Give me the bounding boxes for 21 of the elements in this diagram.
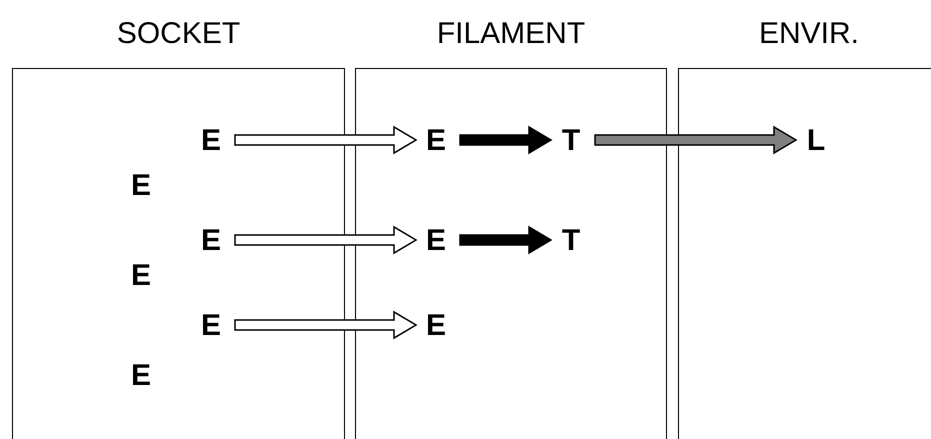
letter-label: E — [197, 223, 225, 259]
compartment-title: FILAMENT — [436, 17, 586, 51]
letter-label: T — [557, 123, 585, 159]
block-arrow — [234, 126, 418, 154]
letter-label: T — [557, 223, 585, 259]
letter-label: E — [422, 223, 450, 259]
letter-label: E — [127, 258, 155, 294]
block-arrow — [234, 310, 418, 340]
block-arrow — [459, 126, 552, 154]
letter-label: E — [127, 168, 155, 204]
block-arrow — [594, 126, 798, 154]
letter-label: E — [197, 308, 225, 344]
letter-label: L — [802, 123, 830, 159]
compartment-title: SOCKET — [116, 17, 242, 51]
compartment-title: ENVIR. — [759, 17, 860, 51]
block-arrow — [459, 226, 552, 254]
letter-label: E — [422, 308, 450, 344]
letter-label: E — [422, 123, 450, 159]
letter-label: E — [197, 123, 225, 159]
letter-label: E — [127, 358, 155, 394]
block-arrow — [234, 226, 418, 254]
